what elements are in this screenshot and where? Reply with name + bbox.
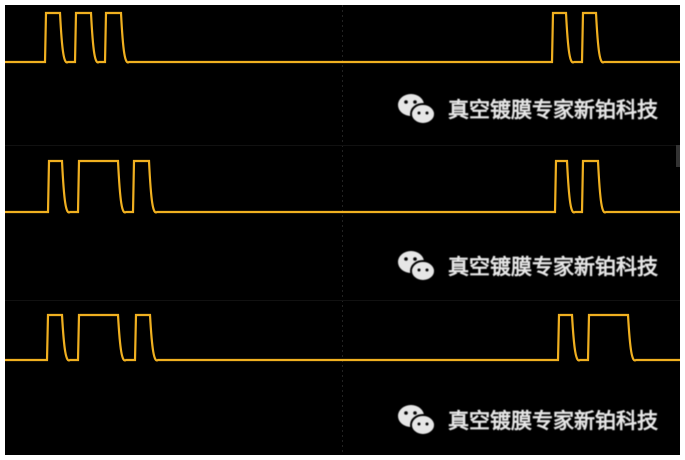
panel-divider xyxy=(5,145,680,146)
waveform-panel-2: 真空镀膜专家新铂科技 xyxy=(5,145,680,300)
waveform-trace-1 xyxy=(5,11,680,64)
waveform-panel-1: 真空镀膜专家新铂科技 xyxy=(5,5,680,145)
watermark: 真空镀膜专家新铂科技 xyxy=(396,248,658,284)
watermark: 真空镀膜专家新铂科技 xyxy=(396,402,658,438)
center-gridline xyxy=(342,5,343,455)
wechat-icon xyxy=(398,251,436,282)
scroll-marker xyxy=(676,145,680,167)
waveform-trace-3 xyxy=(5,313,680,362)
waveform-panel-3: 真空镀膜专家新铂科技 xyxy=(5,300,680,455)
wechat-icon xyxy=(398,405,436,436)
watermark-text: 真空镀膜专家新铂科技 xyxy=(448,409,658,433)
watermark-text: 真空镀膜专家新铂科技 xyxy=(448,98,658,122)
watermark-text: 真空镀膜专家新铂科技 xyxy=(448,255,658,279)
panel-divider xyxy=(5,300,680,301)
oscilloscope-screen: 真空镀膜专家新铂科技 真空镀膜专家新铂科技 真空镀膜专家新铂科技 xyxy=(5,5,680,455)
wechat-icon xyxy=(398,94,436,125)
waveform-traces xyxy=(5,11,680,362)
waveform-trace-2 xyxy=(5,159,680,214)
watermark: 真空镀膜专家新铂科技 xyxy=(396,91,658,127)
